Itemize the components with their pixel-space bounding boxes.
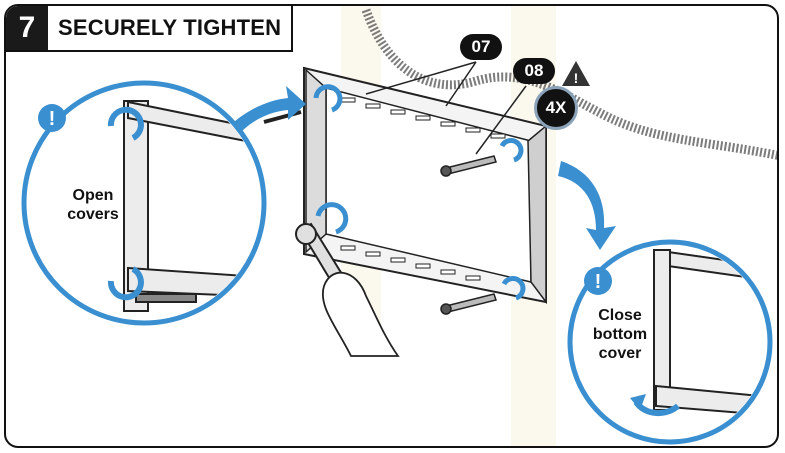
wall-plate-bracket [303, 66, 547, 305]
svg-text:!: ! [574, 70, 579, 86]
part-badge-08: 08 [513, 58, 555, 84]
callout-line: covers [67, 206, 119, 223]
leader-lines [365, 61, 527, 155]
hand-illustration [321, 271, 400, 357]
svg-text:!: ! [49, 108, 56, 130]
instruction-panel: ! ! ! 7 SECUR [4, 4, 779, 448]
exclamation-icon [584, 267, 612, 295]
detail-circle-close: ! [567, 239, 773, 445]
rotate-arrow-icon [313, 84, 526, 301]
callout-close-bottom-cover: Close bottom cover [587, 306, 653, 363]
part-badge-07: 07 [460, 34, 502, 60]
step-header: 7 SECURELY TIGHTEN [6, 6, 294, 52]
step-number: 7 [6, 6, 48, 50]
callout-line: cover [598, 345, 642, 362]
callout-line: bottom [592, 326, 648, 343]
step-title: SECURELY TIGHTEN [58, 15, 282, 40]
callout-line: Open [72, 187, 114, 204]
svg-text:!: ! [595, 271, 602, 293]
illustration: ! ! ! [21, 6, 777, 446]
callout-open-covers: Open covers [58, 186, 128, 224]
exclamation-icon [38, 104, 66, 132]
warning-triangle-icon: ! [562, 61, 590, 86]
callout-line: Close [598, 307, 642, 324]
detail-circle-open: ! [21, 80, 267, 326]
quantity-badge: 4X [534, 86, 578, 130]
